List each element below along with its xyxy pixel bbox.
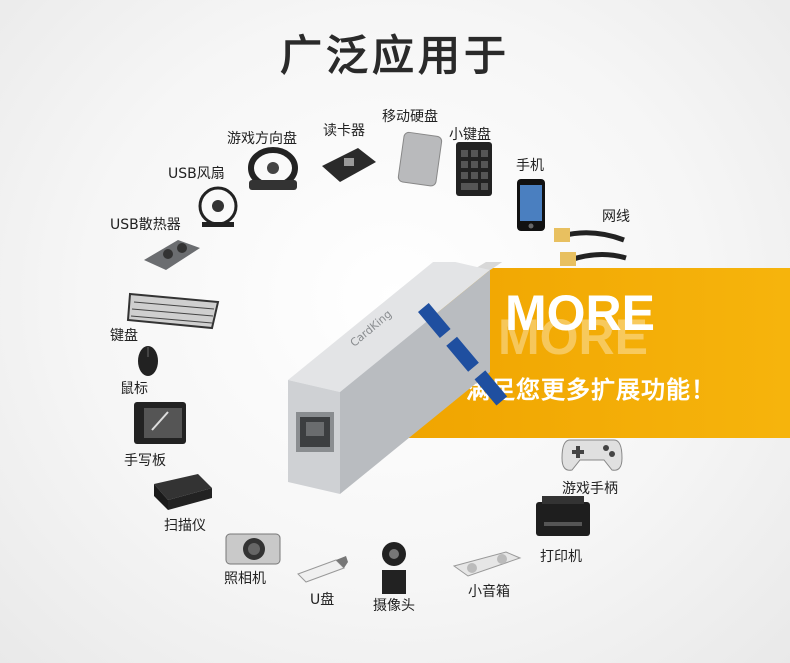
- printer-icon: [532, 494, 594, 540]
- label-udisk: U盘: [310, 592, 335, 608]
- page-title: 广泛应用于: [279, 31, 510, 80]
- usb-fan-icon: [196, 186, 244, 228]
- gamepad-icon: [560, 432, 624, 474]
- laptop-cooler-icon: [142, 236, 202, 272]
- label-mouse: 鼠标: [120, 381, 148, 397]
- label-keyboard: 键盘: [110, 328, 138, 344]
- portable-hdd-icon: [395, 130, 443, 188]
- usb-drive-icon: [296, 556, 348, 586]
- label-card-reader: 读卡器: [323, 123, 365, 139]
- steering-wheel-icon: [247, 146, 299, 192]
- camera-icon: [224, 528, 282, 566]
- more-reflection: MORE: [498, 309, 648, 365]
- speaker-icon: [452, 548, 522, 582]
- label-keypad: 小键盘: [449, 127, 491, 143]
- mouse-icon: [136, 344, 160, 378]
- label-gamepad: 游戏手柄: [562, 481, 618, 497]
- label-printer: 打印机: [540, 549, 582, 565]
- label-tablet: 手写板: [124, 453, 166, 469]
- scanner-icon: [150, 470, 214, 512]
- label-cable: 网线: [602, 209, 630, 225]
- phone-icon: [516, 178, 546, 232]
- keypad-icon: [454, 140, 494, 198]
- label-cooler: USB散热器: [110, 217, 181, 233]
- label-hdd: 移动硬盘: [382, 109, 438, 125]
- drawing-tablet-icon: [132, 400, 188, 446]
- banner-slogan: 满足您更多扩展功能！: [466, 376, 716, 404]
- more-text: MORE: [505, 285, 655, 341]
- label-wheel: 游戏方向盘: [227, 131, 297, 147]
- label-phone: 手机: [516, 158, 544, 174]
- usb-hub-product: [268, 262, 508, 502]
- keyboard-icon: [126, 288, 222, 332]
- webcam-icon: [374, 540, 414, 596]
- label-camera: 照相机: [224, 571, 266, 587]
- network-cable-icon: [552, 218, 632, 272]
- card-reader-icon: [318, 146, 380, 186]
- label-scanner: 扫描仪: [164, 518, 206, 534]
- label-fan: USB风扇: [168, 166, 225, 182]
- label-webcam: 摄像头: [373, 598, 415, 614]
- label-speaker: 小音箱: [468, 584, 510, 600]
